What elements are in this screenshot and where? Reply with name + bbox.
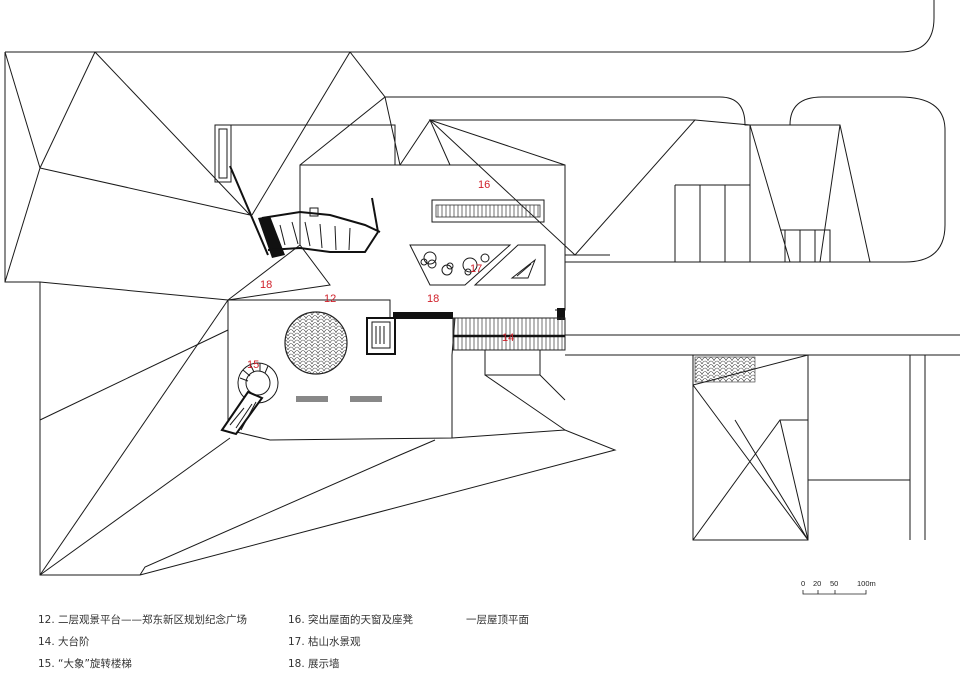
right-lower-roof [692, 354, 926, 541]
plan-title: 一层屋顶平面 [466, 614, 529, 626]
street-curve-top [5, 0, 935, 53]
zen-garden [409, 244, 546, 286]
circular-skylight [284, 311, 348, 375]
label-17: 17 [470, 263, 482, 275]
label-18-right: 18 [427, 293, 439, 305]
plan-labels: 16 17 18 12 18 14 15 [247, 179, 514, 371]
label-14: 14 [502, 332, 514, 344]
legend-item-18: 18. 展示墙 [288, 658, 340, 670]
bench-1 [296, 396, 328, 402]
label-12: 12 [324, 293, 336, 305]
label-18-left: 18 [260, 279, 272, 291]
legend-item-12: 12. 二层观景平台——郑东新区规划纪念广场 [38, 614, 248, 626]
spiral-stair [220, 362, 279, 436]
right-upper-roof [385, 96, 946, 263]
label-15: 15 [247, 359, 259, 371]
roof-plan-drawing: 16 17 18 12 18 14 15 0 20 50 100m [4, 0, 960, 595]
label-16: 16 [478, 179, 490, 191]
central-terrace [227, 164, 610, 441]
scale-tick-20: 20 [813, 579, 821, 588]
curved-sculpture-wall [229, 165, 381, 258]
stair-core [366, 317, 396, 355]
legend-item-15: 15. “大象”旋转楼梯 [38, 658, 132, 670]
scale-tick-50: 50 [830, 579, 838, 588]
tall-skylight [214, 124, 232, 183]
scale-tick-100m: 100m [857, 579, 876, 588]
exhibition-wall [393, 312, 453, 319]
scale-tick-0: 0 [801, 579, 805, 588]
legend-item-14: 14. 大台阶 [38, 636, 90, 648]
bench-2 [350, 396, 382, 402]
skylight-bench [431, 199, 545, 223]
scale-bar: 0 20 50 100m [801, 579, 876, 595]
legend-item-17: 17. 枯山水景观 [288, 636, 361, 648]
grand-stair [452, 317, 960, 431]
legend-item-16: 16. 突出屋面的天窗及座凳 [288, 614, 414, 626]
